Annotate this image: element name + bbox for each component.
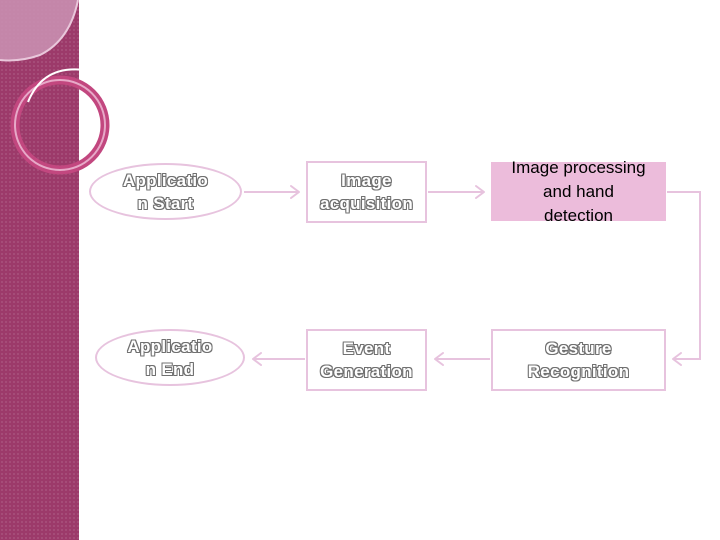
node-image-acquisition: Image acquisition (306, 161, 427, 223)
arrowhead-1 (291, 186, 299, 198)
arrowhead-3 (673, 353, 681, 365)
arrowhead-5 (253, 353, 261, 365)
node-application-end: Applicatio n End (95, 329, 245, 386)
arrow-processing-to-recognition (667, 192, 700, 359)
node-event-generation: Event Generation (306, 329, 427, 391)
node-image-processing: Image processing and hand detection (491, 162, 666, 221)
arrowhead-4 (435, 353, 443, 365)
node-gesture-recognition: Gesture Recognition (491, 329, 666, 391)
arrowhead-2 (476, 186, 484, 198)
node-application-start: Applicatio n Start (89, 163, 242, 220)
